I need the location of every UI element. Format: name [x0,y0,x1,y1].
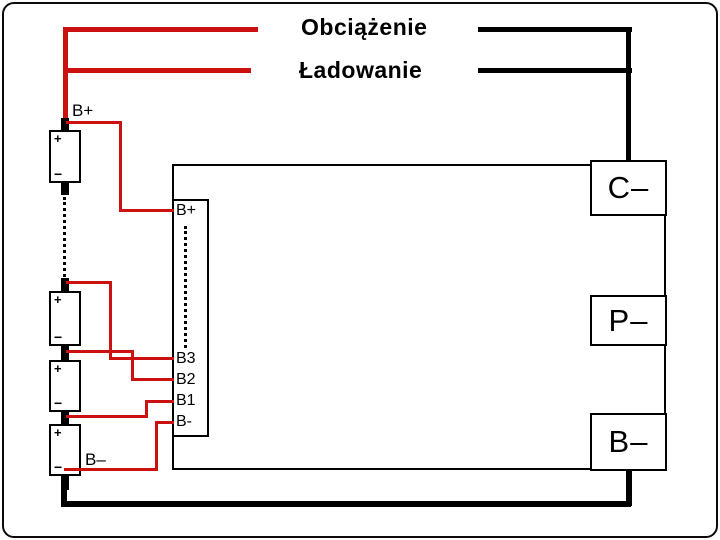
battery2-top-terminal [61,278,69,292]
pack-negative-wire-right-vertical [626,470,632,506]
terminal-box-p-minus: P– [590,295,667,346]
pack-negative-label: B– [85,450,106,469]
terminal-label-b-minus: B– [608,424,649,459]
load-label: Obciążenie [301,14,428,40]
battery-cell-1: + − [49,130,81,183]
battery-cell-4: + − [49,424,81,476]
charge-wire-black [478,68,632,73]
terminal-box-c-minus: C– [590,160,667,216]
pin-label-b1: B1 [176,392,196,409]
pack-positive-label: B+ [72,101,94,120]
bplus-wire-seg3 [119,209,174,212]
charge-label: Ładowanie [299,57,423,83]
b2-wire-seg2 [131,350,134,381]
b3-wire-seg2 [109,281,112,360]
pack-positive-wire-vertical [63,27,68,120]
battery3-battery4-link [61,411,69,425]
bminus-wire-seg3 [155,421,174,424]
battery-cell-3: + − [49,360,81,412]
pin-label-bminus: B- [176,413,192,430]
pin-label-b3: B3 [176,350,196,367]
terminal-box-b-minus: B– [590,413,667,471]
load-wire-black [478,27,632,32]
battery1-plus-sign: + [54,131,62,146]
terminal-label-c-minus: C– [607,170,650,205]
c-minus-wire-vertical [626,27,631,162]
pin-label-bplus: B+ [176,202,197,219]
b3-wire-seg1 [66,281,112,284]
bplus-wire-seg1 [66,121,122,124]
pin-label-b2: B2 [176,371,196,388]
balance-connector [172,199,209,437]
battery2-battery3-link [61,345,69,361]
b2-wire-seg3 [131,378,174,381]
battery2-plus-sign: + [54,292,62,307]
pin-dots [184,226,187,348]
b1-wire-seg1 [66,415,148,418]
b1-wire-seg3 [145,400,174,403]
load-wire-red [64,27,258,32]
bms-board [172,164,666,470]
battery3-minus-sign: − [54,395,63,411]
bplus-wire-seg2 [119,121,122,212]
battery4-bottom-terminal [61,475,69,490]
b1-wire-seg2 [145,400,148,418]
pack-negative-wire-horizontal [61,501,631,507]
battery2-minus-sign: − [54,329,63,345]
cell-chain-dots [63,197,66,277]
battery1-bottom-terminal [61,182,69,195]
charge-wire-red [64,68,251,73]
bminus-wire-seg1 [64,468,158,471]
terminal-label-p-minus: P– [608,302,649,338]
pack-negative-wire-left-vertical [61,486,67,506]
battery-cell-2: + − [49,291,81,346]
bminus-wire-seg2 [155,421,158,471]
b3-wire-seg3 [109,357,174,360]
battery4-minus-sign: − [54,459,63,475]
b2-wire-seg1 [66,350,134,353]
battery1-top-terminal [61,118,69,132]
battery3-plus-sign: + [54,361,62,376]
battery4-plus-sign: + [54,425,62,440]
battery1-minus-sign: − [54,166,63,182]
